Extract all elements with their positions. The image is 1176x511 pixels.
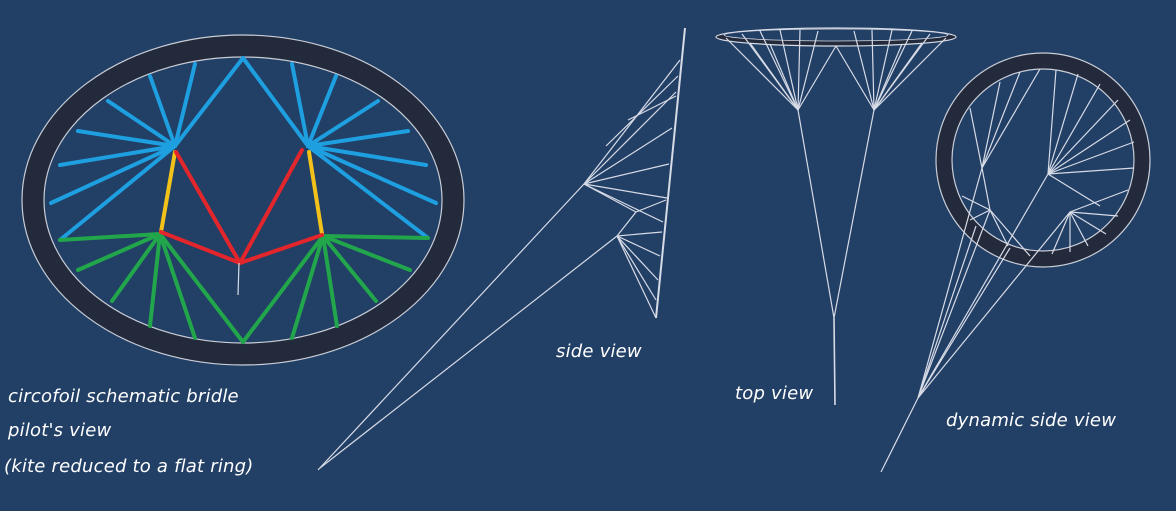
dynamic-side-view-caption: dynamic side view [946, 410, 1117, 431]
pilot-view-ring-inner-edge [43, 56, 443, 344]
top-view-caption: top view [735, 383, 814, 404]
side-view-diagram [317, 27, 686, 471]
lower-bridle-lines [58, 232, 430, 344]
side-view-caption: side view [556, 341, 642, 362]
top-view-tow-line [833, 317, 836, 406]
dynamic-view-ring [936, 53, 1150, 267]
pilot-view-ring-outer-edge [21, 34, 465, 366]
tow-line-stub [237, 262, 240, 296]
top-view-diagram [715, 27, 957, 406]
vertical-link-lines [159, 150, 324, 236]
side-view-kite-edge [655, 27, 686, 319]
pilot-view-ring [22, 35, 464, 365]
pilot-view-caption-subtitle: pilot's view [8, 420, 112, 441]
upper-bridle-lines [49, 56, 438, 242]
pilot-view-caption-note: (kite reduced to a flat ring) [4, 456, 254, 477]
dynamic-view-tow-line [880, 397, 919, 473]
pilot-view-diagram [21, 34, 465, 366]
dynamic-side-view-diagram [880, 52, 1151, 473]
pilot-view-caption-title: circofoil schematic bridle [8, 386, 239, 407]
center-bridle-lines [159, 148, 324, 265]
